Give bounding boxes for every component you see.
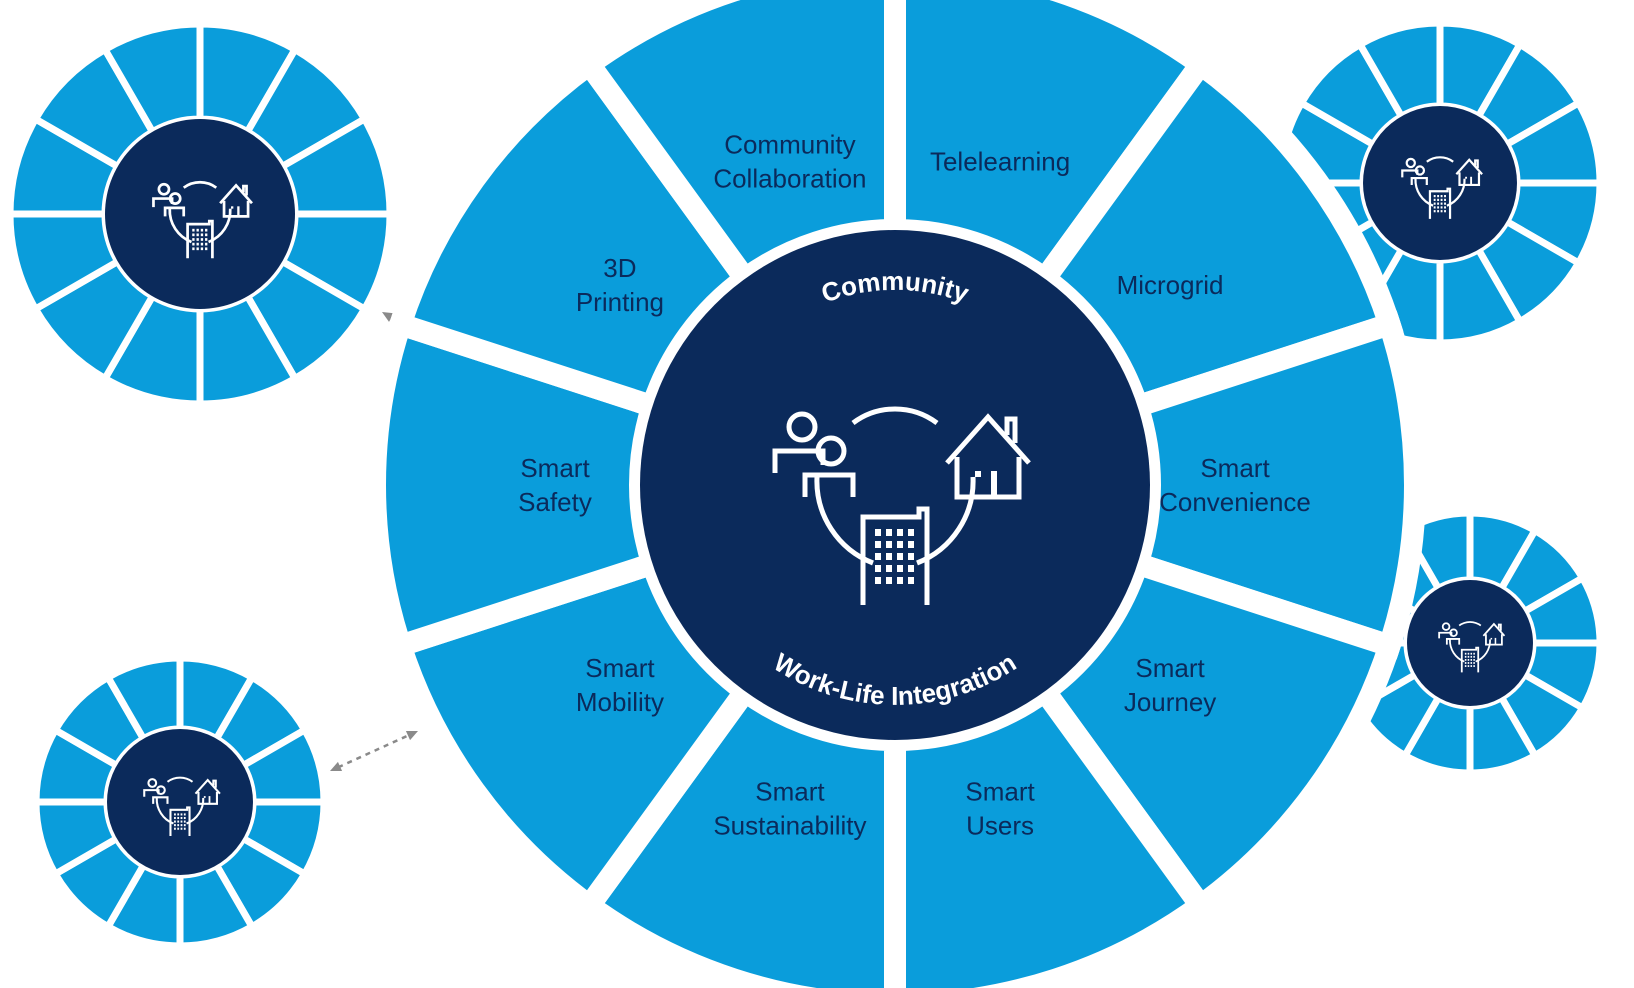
segment-label-telelearning: Telelearning bbox=[930, 147, 1070, 177]
segment-label-smart-convenience: Smart bbox=[1200, 453, 1270, 483]
segment-label-smart-sustainability: Smart bbox=[755, 776, 825, 806]
segment-label-smart-mobility: Mobility bbox=[576, 687, 664, 717]
segment-label-smart-users: Smart bbox=[965, 776, 1035, 806]
segment-label-smart-convenience: Convenience bbox=[1159, 487, 1311, 517]
segment-label-smart-safety: Smart bbox=[520, 453, 590, 483]
connector-arrow-bottom-left bbox=[330, 731, 418, 771]
center-hub: Community Work-Life Integration bbox=[640, 230, 1150, 740]
segment-label-smart-sustainability: Sustainability bbox=[713, 810, 866, 840]
community-icon bbox=[1438, 621, 1506, 673]
satellite-wheel-bottom-left bbox=[32, 654, 328, 950]
satellite-hub bbox=[1407, 580, 1533, 706]
satellite-wheel-top-left bbox=[6, 20, 394, 408]
satellite-wheels bbox=[6, 19, 1604, 950]
center-wheel-labels: TelelearningMicrogridSmartConvenienceSma… bbox=[518, 130, 1311, 841]
community-icon bbox=[143, 776, 221, 837]
segment-label-3d-printing: Printing bbox=[576, 287, 664, 317]
community-people-home-building-icon bbox=[772, 406, 1031, 605]
segment-label-smart-journey: Smart bbox=[1135, 653, 1205, 683]
segment-label-smart-safety: Safety bbox=[518, 487, 592, 517]
satellite-hub bbox=[107, 729, 253, 875]
segment-label-community-collaboration: Collaboration bbox=[713, 164, 866, 194]
segment-label-smart-users: Users bbox=[966, 810, 1034, 840]
segment-label-smart-journey: Journey bbox=[1124, 687, 1217, 717]
segment-label-microgrid: Microgrid bbox=[1117, 270, 1224, 300]
satellite-hub bbox=[105, 119, 295, 309]
community-icon bbox=[152, 180, 253, 259]
community-icon bbox=[1401, 156, 1483, 219]
segment-label-smart-mobility: Smart bbox=[585, 653, 655, 683]
segment-label-community-collaboration: Community bbox=[724, 130, 855, 160]
satellite-hub bbox=[1363, 106, 1517, 260]
segment-label-3d-printing: 3D bbox=[603, 253, 636, 283]
